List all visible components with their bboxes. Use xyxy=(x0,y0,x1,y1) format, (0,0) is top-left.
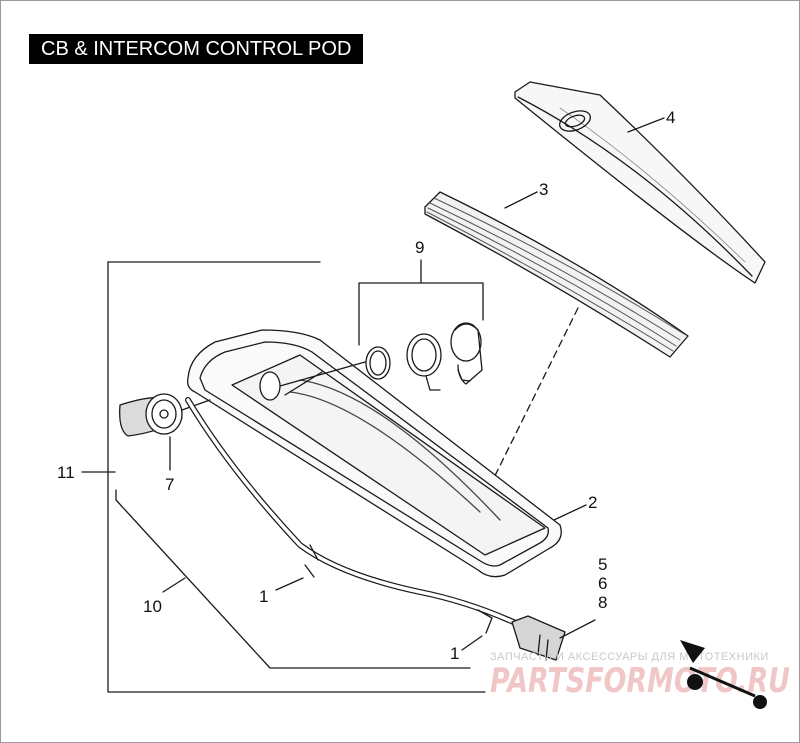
callout-5: 5 xyxy=(598,555,607,574)
watermark-rider-icon xyxy=(680,640,767,709)
part-9-ring-set xyxy=(358,259,484,391)
callout-6: 6 xyxy=(598,574,607,593)
part-2-pod-housing xyxy=(187,329,562,578)
page-title: CB & INTERCOM CONTROL POD xyxy=(29,34,364,64)
part-7-switch xyxy=(119,393,211,471)
part-10-wiring-harness xyxy=(185,397,566,661)
callout-8: 8 xyxy=(598,593,607,612)
callout-7: 7 xyxy=(165,475,174,494)
callout-3: 3 xyxy=(539,180,548,199)
callout-1-upper: 1 xyxy=(259,587,268,606)
emblem-icon xyxy=(559,110,591,132)
callout-9: 9 xyxy=(415,238,424,257)
part-3-ribbed-strip xyxy=(424,191,689,358)
callout-1-lower: 1 xyxy=(450,644,459,663)
part-4-trim-strip xyxy=(514,81,766,284)
callout-11: 11 xyxy=(57,463,75,482)
callout-2: 2 xyxy=(588,493,597,512)
callout-10: 10 xyxy=(143,597,162,616)
watermark-logo: PARTSFORMOTO.RU xyxy=(490,661,790,701)
callout-4: 4 xyxy=(666,108,675,127)
